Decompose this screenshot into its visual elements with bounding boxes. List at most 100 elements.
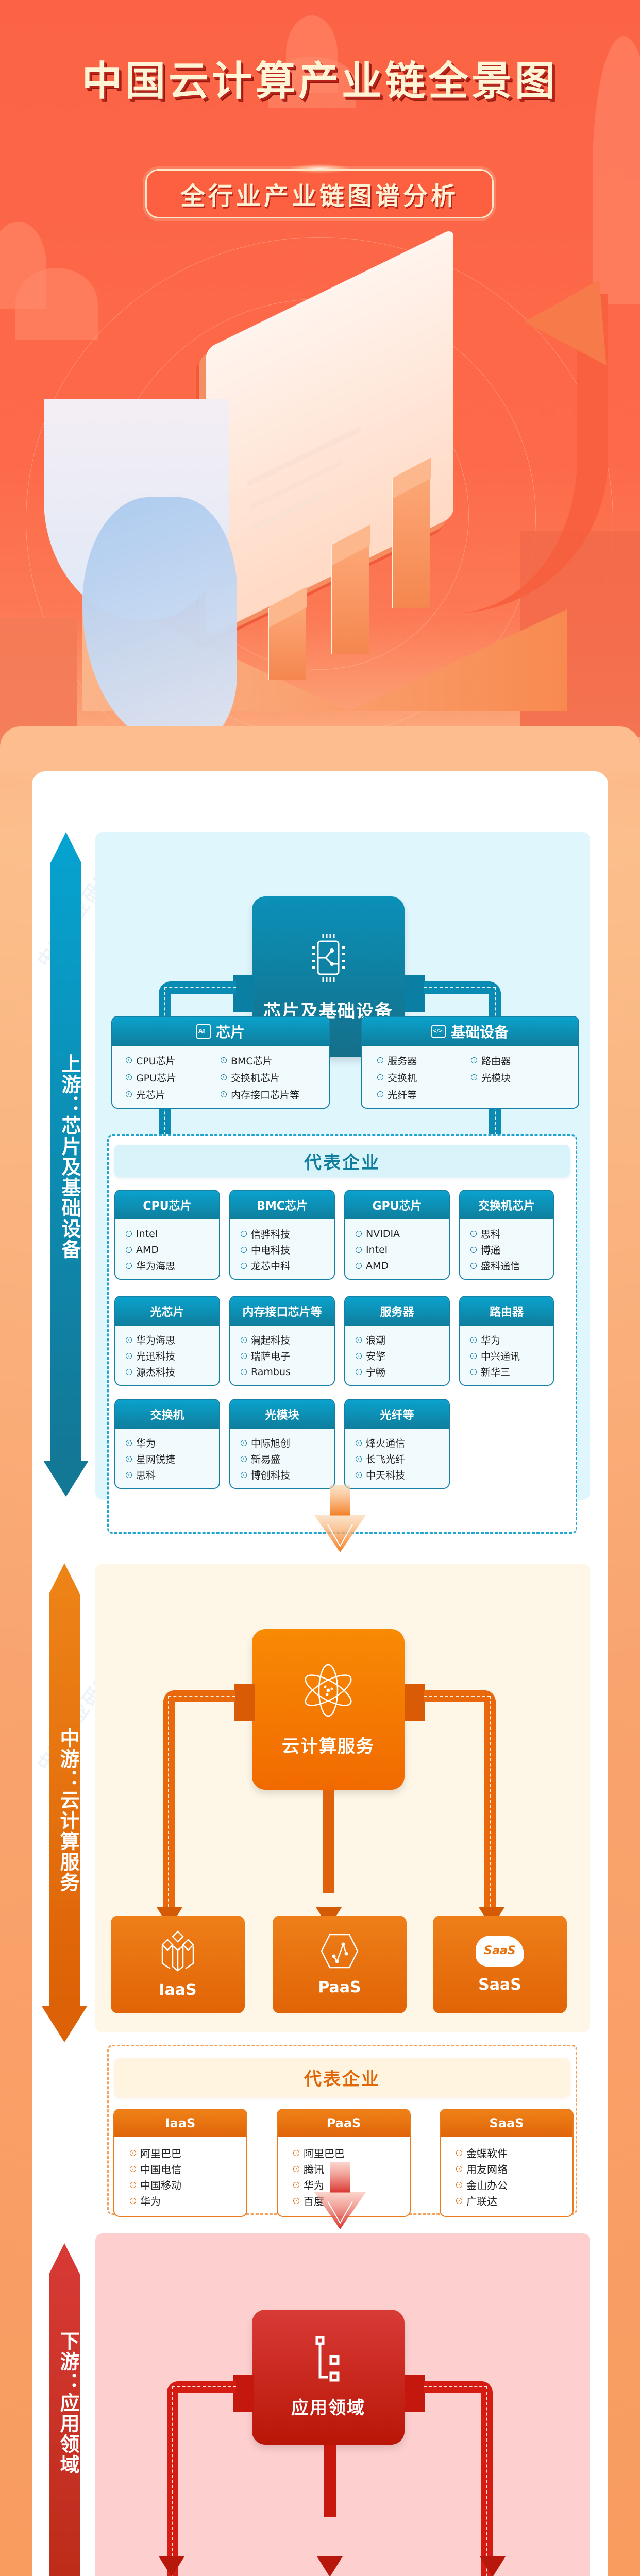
downstream-sidebar: 下游：应用领域 [49, 2243, 80, 2576]
chevron-right-icon: › [293, 2181, 299, 2188]
chevron-right-icon: › [470, 1262, 477, 1269]
downstream-hub: 应用领域 [252, 2310, 405, 2445]
company-list: ›Intel ›AMD ›华为海思 [115, 1219, 219, 1279]
service-label: SaaS [478, 1975, 521, 1994]
company-group-title: SaaS [441, 2110, 572, 2137]
list-item: ›华为海思 [126, 1332, 219, 1348]
company-group: 交换机芯片 ›思科 ›博通 ›盛科通信 [459, 1190, 554, 1280]
chevron-right-icon: › [470, 1336, 477, 1343]
company-group-title: 服务器 [345, 1297, 449, 1326]
list-item: ›博创科技 [241, 1467, 334, 1483]
sidebar-notch [49, 2243, 80, 2274]
connector [405, 1684, 425, 1721]
company-list: ›浪潮 ›安擎 ›宁畅 [345, 1326, 449, 1385]
list-item: ›瑞萨电子 [241, 1348, 334, 1364]
chevron-right-icon: › [126, 1246, 132, 1253]
list-item: ›思科 [126, 1467, 219, 1483]
chevron-right-icon: › [241, 1262, 247, 1269]
list-item: ›腾讯 [293, 2161, 410, 2177]
company-list: ›澜起科技 ›瑞萨电子 ›Rambus [230, 1326, 334, 1385]
chevron-right-icon: › [130, 2165, 136, 2172]
company-group: 服务器 ›浪潮 ›安擎 ›宁畅 [344, 1296, 450, 1386]
chevron-right-icon: › [377, 1057, 383, 1063]
list-item: ›金山办公 [456, 2177, 572, 2193]
list-item: ›内存接口芯片等 [221, 1087, 315, 1101]
category-chips: AI 芯片 ›CPU芯片 ›BMC芯片 ›GPU芯片 ›交换机芯片 ›光芯片 ›… [111, 1016, 330, 1109]
company-list: ›阿里巴巴 ›中国电信 ›中国移动 ›华为 [114, 2137, 246, 2216]
list-item: ›光纤等 [377, 1087, 471, 1101]
list-item: ›宁畅 [356, 1364, 449, 1380]
list-item: ›路由器 [471, 1053, 565, 1067]
chevron-right-icon: › [456, 2149, 462, 2156]
list-item: ›华为 [130, 2193, 246, 2209]
list-item: ›Intel [126, 1226, 219, 1242]
chevron-right-icon: › [126, 1471, 132, 1478]
chevron-right-icon: › [126, 1074, 132, 1080]
midstream-side-label: 中游：云计算服务 [57, 1728, 79, 1893]
chevron-right-icon: › [221, 1057, 227, 1063]
company-list: ›NVIDIA ›Intel ›AMD [345, 1219, 449, 1279]
company-group: 光芯片 ›华为海思 ›光迅科技 ›源杰科技 [114, 1296, 220, 1386]
chevron-right-icon: › [126, 1057, 132, 1063]
company-list: ›信骅科技 ›中电科技 ›龙芯中科 [230, 1219, 334, 1279]
list-item: ›澜起科技 [241, 1332, 334, 1348]
list-item: ›中国电信 [130, 2161, 246, 2177]
ai-chip-icon: AI [196, 1024, 211, 1039]
list-item: ›阿里巴巴 [293, 2145, 410, 2161]
chevron-right-icon: › [126, 1091, 132, 1097]
list-item: ›博通 [470, 1242, 553, 1258]
cubes-icon [161, 1930, 194, 1972]
decor-cloud [593, 36, 640, 304]
chevron-right-icon: › [377, 1091, 383, 1097]
list-item: ›安擎 [356, 1348, 449, 1364]
list-item: ›NVIDIA [356, 1226, 449, 1242]
company-group: 交换机 ›华为 ›星网锐捷 ›思科 [114, 1399, 220, 1489]
midstream-sidebar-bar [49, 1563, 80, 2006]
chevron-right-icon: › [126, 1336, 132, 1343]
industry-chain-card: 中商产业研究院 中商产业研究院 中商产业研究院 中商产业研究院 中商产业研究院 … [32, 771, 608, 2576]
company-list: ›阿里巴巴 ›腾讯 ›华为 ›百度 [278, 2137, 410, 2216]
chevron-right-icon: › [356, 1455, 362, 1462]
chip-icon [312, 933, 345, 982]
chevron-right-icon: › [241, 1336, 247, 1343]
decor-cloud-floor [0, 726, 640, 773]
chevron-right-icon: › [356, 1262, 362, 1269]
list-item: ›阿里巴巴 [130, 2145, 246, 2161]
chevron-right-icon: › [126, 1439, 132, 1446]
list-item: ›长飞光纤 [356, 1451, 449, 1467]
list-item: ›源杰科技 [126, 1364, 219, 1380]
company-group: 光模块 ›中际旭创 ›新易盛 ›博创科技 [229, 1399, 335, 1489]
connector [233, 975, 254, 1012]
upstream-side-label: 上游：芯片及基础设备 [58, 1054, 81, 1260]
list-item: ›广联达 [456, 2193, 572, 2209]
company-group: GPU芯片 ›NVIDIA ›Intel ›AMD [344, 1190, 450, 1280]
atom-icon [305, 1664, 352, 1717]
upstream-sidebar-bar [50, 832, 81, 1461]
chevron-right-icon: › [241, 1352, 247, 1359]
flow-pipe-dash [168, 1696, 235, 1912]
company-group-title: IaaS [114, 2110, 246, 2137]
chevron-right-icon: › [241, 1439, 247, 1446]
chevron-right-icon: › [356, 1368, 362, 1375]
chevron-right-icon: › [130, 2197, 136, 2204]
list-item: ›新易盛 [241, 1451, 334, 1467]
list-item: ›BMC芯片 [221, 1053, 315, 1067]
list-item: ›浪潮 [356, 1332, 449, 1348]
transition-arrow-icon [324, 2079, 356, 2146]
decor-cloud [15, 268, 98, 340]
representatives-title: 代表企业 [114, 2058, 570, 2097]
company-group: BMC芯片 ›信骅科技 ›中电科技 ›龙芯中科 [229, 1190, 335, 1280]
chevron-right-icon: › [356, 1230, 362, 1237]
list-item: ›华为 [470, 1332, 553, 1348]
company-group: IaaS ›阿里巴巴 ›中国电信 ›中国移动 ›华为 [113, 2109, 247, 2217]
company-list: ›思科 ›博通 ›盛科通信 [460, 1219, 553, 1279]
list-item: ›华为 [126, 1435, 219, 1451]
downstream-hub-label: 应用领域 [291, 2397, 365, 2418]
category-items: ›CPU芯片 ›BMC芯片 ›GPU芯片 ›交换机芯片 ›光芯片 ›内存接口芯片… [112, 1046, 329, 1107]
chevron-right-icon: › [293, 2197, 299, 2204]
chevron-right-icon: › [241, 1246, 247, 1253]
list-item: ›光迅科技 [126, 1348, 219, 1364]
decor-cloud [268, 57, 356, 108]
list-item: ›中天科技 [356, 1467, 449, 1483]
sidebar-notch [49, 1563, 80, 1594]
